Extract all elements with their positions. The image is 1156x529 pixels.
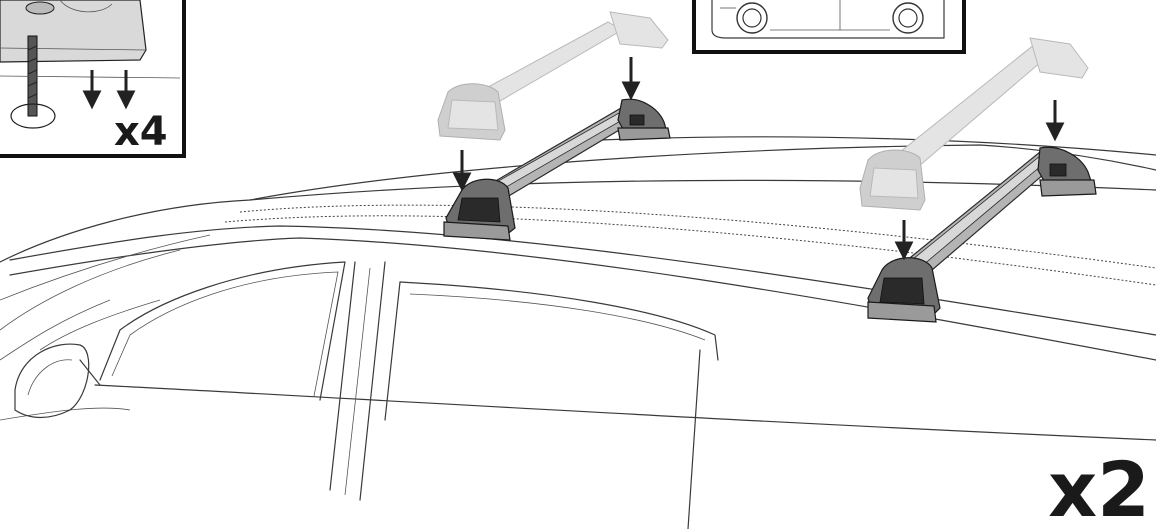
arrow-down-icon (621, 57, 641, 101)
roof-bar-rear (867, 146, 1097, 323)
arrow-down-icon (894, 220, 914, 261)
car-illustration (0, 136, 1156, 529)
ghost-roof-bar-front (437, 11, 669, 141)
inset-multiplier-label: x4 (114, 109, 168, 155)
arrow-down-icon (1045, 100, 1065, 142)
roof-bar-front (443, 98, 671, 241)
vehicle-type-inset (692, 0, 966, 54)
main-multiplier-label: x2 (1048, 445, 1150, 529)
ghost-roof-bar-rear (859, 37, 1089, 211)
foot-detail-inset (0, 0, 186, 158)
arrow-down-icon (452, 150, 472, 192)
